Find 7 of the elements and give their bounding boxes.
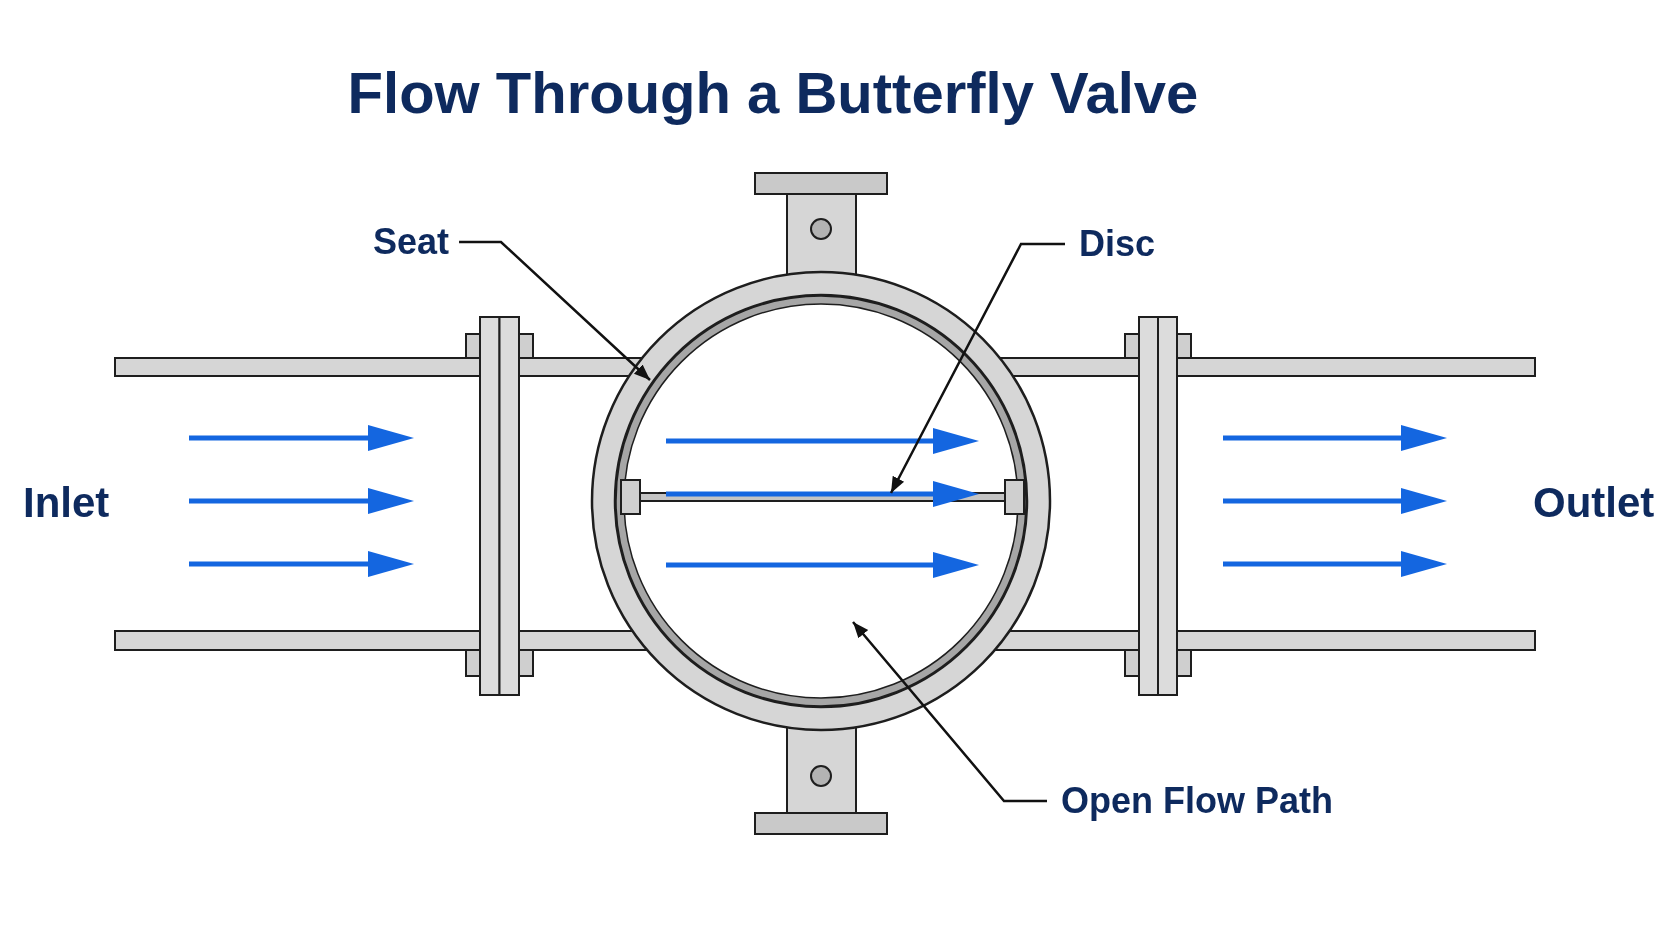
callout-label: Disc bbox=[1079, 226, 1156, 262]
callout-label: Seat bbox=[373, 224, 450, 260]
flow-end-label: Inlet bbox=[23, 482, 110, 524]
leader-line bbox=[889, 242, 1065, 494]
flow-end-label: Outlet bbox=[1533, 482, 1655, 524]
callout-label: Open Flow Path bbox=[1061, 783, 1333, 819]
leader-line bbox=[852, 621, 1047, 803]
